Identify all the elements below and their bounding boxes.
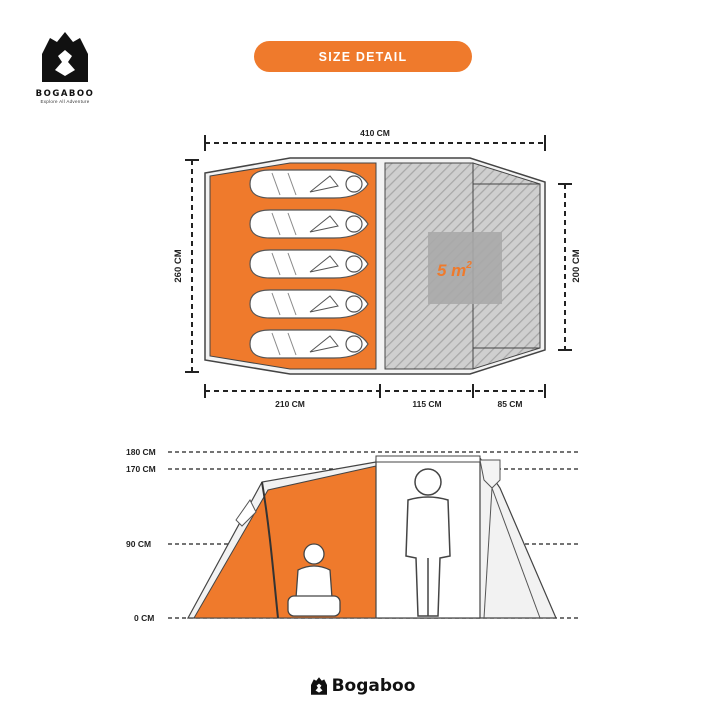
sitting-person-icon — [287, 543, 341, 617]
brand-logo: BOGABOO Explore All Adventure — [28, 32, 102, 104]
bogaboo-logo-icon — [42, 32, 88, 82]
standing-person-icon — [405, 468, 451, 617]
height-label-90: 90 CM — [126, 539, 151, 549]
side-view-diagram: 180 CM 170 CM 90 CM 0 CM — [126, 447, 580, 623]
footer-brand: Bogaboo — [0, 676, 726, 696]
height-label-170: 170 CM — [126, 464, 156, 474]
area-box — [428, 232, 502, 304]
dimension-total-length: 410 CM — [360, 128, 390, 138]
page-title: SIZE DETAIL — [254, 41, 472, 72]
area-label: 5 m2 — [437, 260, 472, 280]
brand-name: BOGABOO — [35, 89, 95, 99]
brand-tagline: Explore All Adventure — [40, 99, 90, 104]
side-bedroom — [193, 465, 377, 619]
dimension-porch-width: 200 CM — [571, 249, 582, 282]
dimension-living-length: 115 CM — [412, 399, 441, 409]
bogaboo-footer-icon — [310, 677, 327, 695]
dimension-porch-length: 85 CM — [497, 399, 522, 409]
footer-brand-name: Bogaboo — [331, 676, 416, 696]
height-label-180: 180 CM — [126, 447, 156, 457]
floor-plan-diagram: 5 m2 410 CM 260 CM 200 CM 210 CM 115 CM … — [173, 128, 582, 409]
dimension-width: 260 CM — [173, 249, 184, 282]
dimension-bedroom-length: 210 CM — [275, 399, 305, 409]
height-label-0: 0 CM — [134, 613, 154, 623]
